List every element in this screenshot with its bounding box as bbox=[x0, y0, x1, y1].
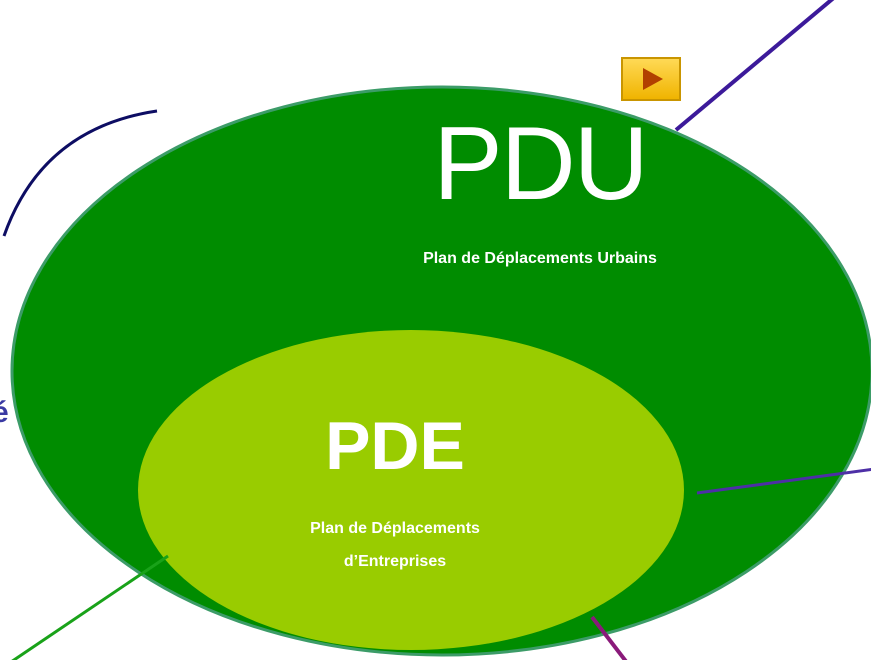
pdu-title: PDU bbox=[433, 106, 649, 222]
cut-off-edge-text: é bbox=[0, 396, 9, 429]
play-icon bbox=[643, 68, 663, 90]
pde-ellipse bbox=[138, 330, 684, 650]
pde-subtitle: Plan de Déplacements d’Entreprises bbox=[240, 512, 550, 578]
pde-subtitle-line-2: d’Entreprises bbox=[343, 553, 447, 570]
connector-top-left bbox=[2, 109, 158, 237]
connector-bottom-left bbox=[11, 554, 169, 660]
pdu-subtitle: Plan de Déplacements Urbains bbox=[423, 250, 657, 267]
pde-title: PDE bbox=[325, 408, 465, 484]
play-button[interactable] bbox=[621, 57, 681, 101]
pde-subtitle-line-1: Plan de Déplacements bbox=[310, 520, 480, 537]
connector-top-right bbox=[674, 0, 835, 132]
connector-bottom bbox=[590, 615, 628, 660]
connector-right bbox=[696, 468, 871, 495]
